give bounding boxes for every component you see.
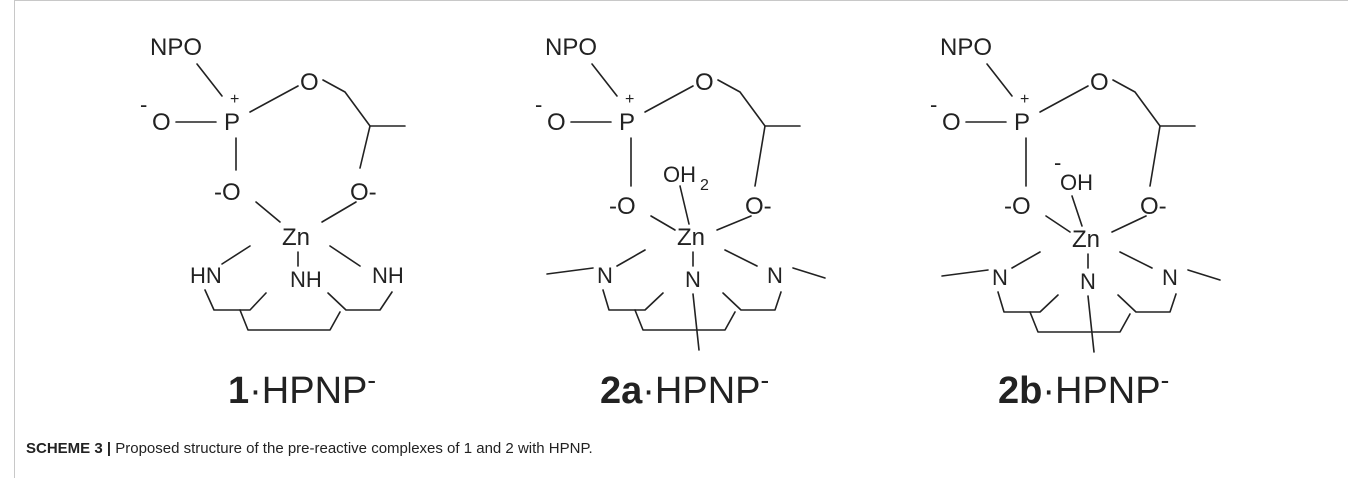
o-label: O (942, 109, 961, 136)
o-minus-left: -O (609, 193, 636, 220)
o-minus-charge: - (140, 92, 147, 117)
compound-label-2a: 2a·HPNP- (600, 365, 769, 412)
nh-center-label: NH (290, 267, 322, 292)
n-center-label: N (685, 267, 701, 292)
p-plus-charge: + (1020, 91, 1029, 108)
svg-text:2a·HPNP-: 2a·HPNP- (600, 365, 769, 412)
water-subscript: 2 (700, 177, 709, 194)
n-center-label: N (1080, 269, 1096, 294)
o-minus-right: O- (745, 193, 772, 220)
nh-right-label: NH (372, 263, 404, 288)
p-label: P (619, 109, 635, 136)
npo-label: NPO (150, 34, 202, 61)
hn-label: HN (190, 263, 222, 288)
p-label: P (224, 109, 240, 136)
svg-text:1·HPNP-: 1·HPNP- (228, 365, 376, 412)
zn-label: Zn (282, 224, 310, 251)
n-right-label: N (1162, 265, 1178, 290)
figure-frame (14, 0, 1348, 478)
water-label: OH (663, 162, 696, 187)
o-minus-left: -O (1004, 193, 1031, 220)
structure-2b: NPO - O P + O - OH -O O- Zn N N N (930, 34, 1221, 353)
n-right-label: N (767, 263, 783, 288)
ring-o-label: O (300, 69, 319, 96)
compound-suffix: ·HPNP (642, 370, 760, 412)
o-label: O (152, 109, 171, 136)
compound-charge: - (761, 365, 770, 395)
o-minus-charge: - (535, 92, 542, 117)
n-left-label: N (597, 263, 613, 288)
reaction-scheme: NPO - O P + O -O O- Zn HN NH NH NPO - O … (140, 34, 1221, 412)
npo-label: NPO (545, 34, 597, 61)
o-minus-charge: - (930, 92, 937, 117)
compound-number: 2a (600, 370, 643, 412)
npo-label: NPO (940, 34, 992, 61)
compound-number: 2b (998, 370, 1042, 412)
svg-text:2b·HPNP-: 2b·HPNP- (998, 365, 1169, 412)
structure-1: NPO - O P + O -O O- Zn HN NH NH (140, 34, 406, 331)
compound-label-1: 1·HPNP- (228, 365, 376, 412)
ring-o-label: O (1090, 69, 1109, 96)
compound-charge: - (1161, 365, 1170, 395)
compound-label-2b: 2b·HPNP- (998, 365, 1169, 412)
figure-caption: SCHEME 3 | Proposed structure of the pre… (26, 440, 593, 457)
compound-charge: - (367, 365, 376, 395)
compound-suffix: ·HPNP (1042, 370, 1160, 412)
structure-2a: NPO - O P + O OH 2 -O O- Zn N N N (535, 34, 826, 351)
p-plus-charge: + (625, 91, 634, 108)
o-label: O (547, 109, 566, 136)
compound-number: 1 (228, 370, 249, 412)
frame-top-border (14, 0, 1348, 1)
caption-label: SCHEME 3 | (26, 440, 112, 457)
p-plus-charge: + (230, 91, 239, 108)
hydroxide-minus: - (1054, 150, 1061, 175)
o-minus-right: O- (350, 179, 377, 206)
o-minus-left: -O (214, 179, 241, 206)
n-left-label: N (992, 265, 1008, 290)
compound-suffix: ·HPNP (249, 370, 367, 412)
o-minus-right: O- (1140, 193, 1167, 220)
ring-o-label: O (695, 69, 714, 96)
zn-label: Zn (677, 224, 705, 251)
zn-label: Zn (1072, 226, 1100, 253)
caption-text: Proposed structure of the pre-reactive c… (111, 440, 593, 457)
p-label: P (1014, 109, 1030, 136)
hydroxide-label: OH (1060, 170, 1093, 195)
